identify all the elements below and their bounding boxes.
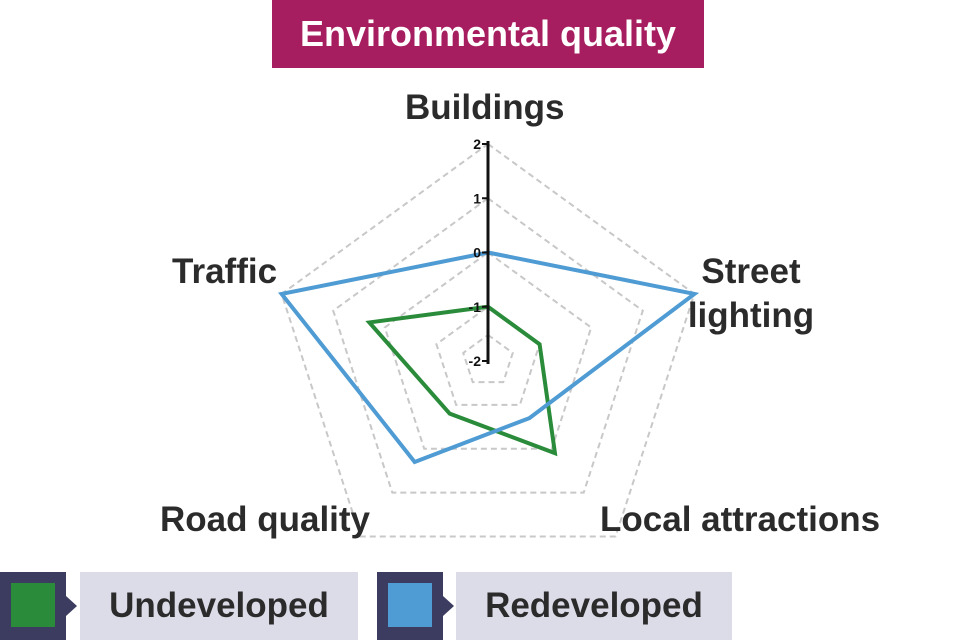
legend-arrow [443,596,454,616]
axis-label-street-lighting: Street lighting [687,252,815,335]
tick-label: 1 [473,190,481,206]
tick-label: 2 [473,136,481,152]
tick-label: -2 [469,353,482,369]
series-line-undeveloped [365,304,558,457]
grid-ring [383,251,593,450]
legend-color-undeveloped [11,583,55,627]
axis-label-local-attractions: Local attractions [600,500,881,539]
chart-title: Environmental quality [272,0,704,68]
legend-swatch-undeveloped [0,572,77,640]
legend-label-undeveloped: Undeveloped [80,572,358,640]
legend-color-redeveloped [388,583,432,627]
grid-ring [462,333,514,384]
tick-label: 0 [473,245,481,261]
axis-label-buildings: Buildings [405,88,565,127]
series-line-redeveloped [278,250,700,465]
tick-label: -1 [469,299,482,315]
legend-label-redeveloped: Redeveloped [456,572,732,640]
legend-arrow [66,596,77,616]
grid-ring [280,142,696,538]
axis-label-traffic: Traffic [172,252,278,291]
legend-swatch-redeveloped [377,572,454,640]
axis-label-road-quality: Road quality [160,500,371,539]
